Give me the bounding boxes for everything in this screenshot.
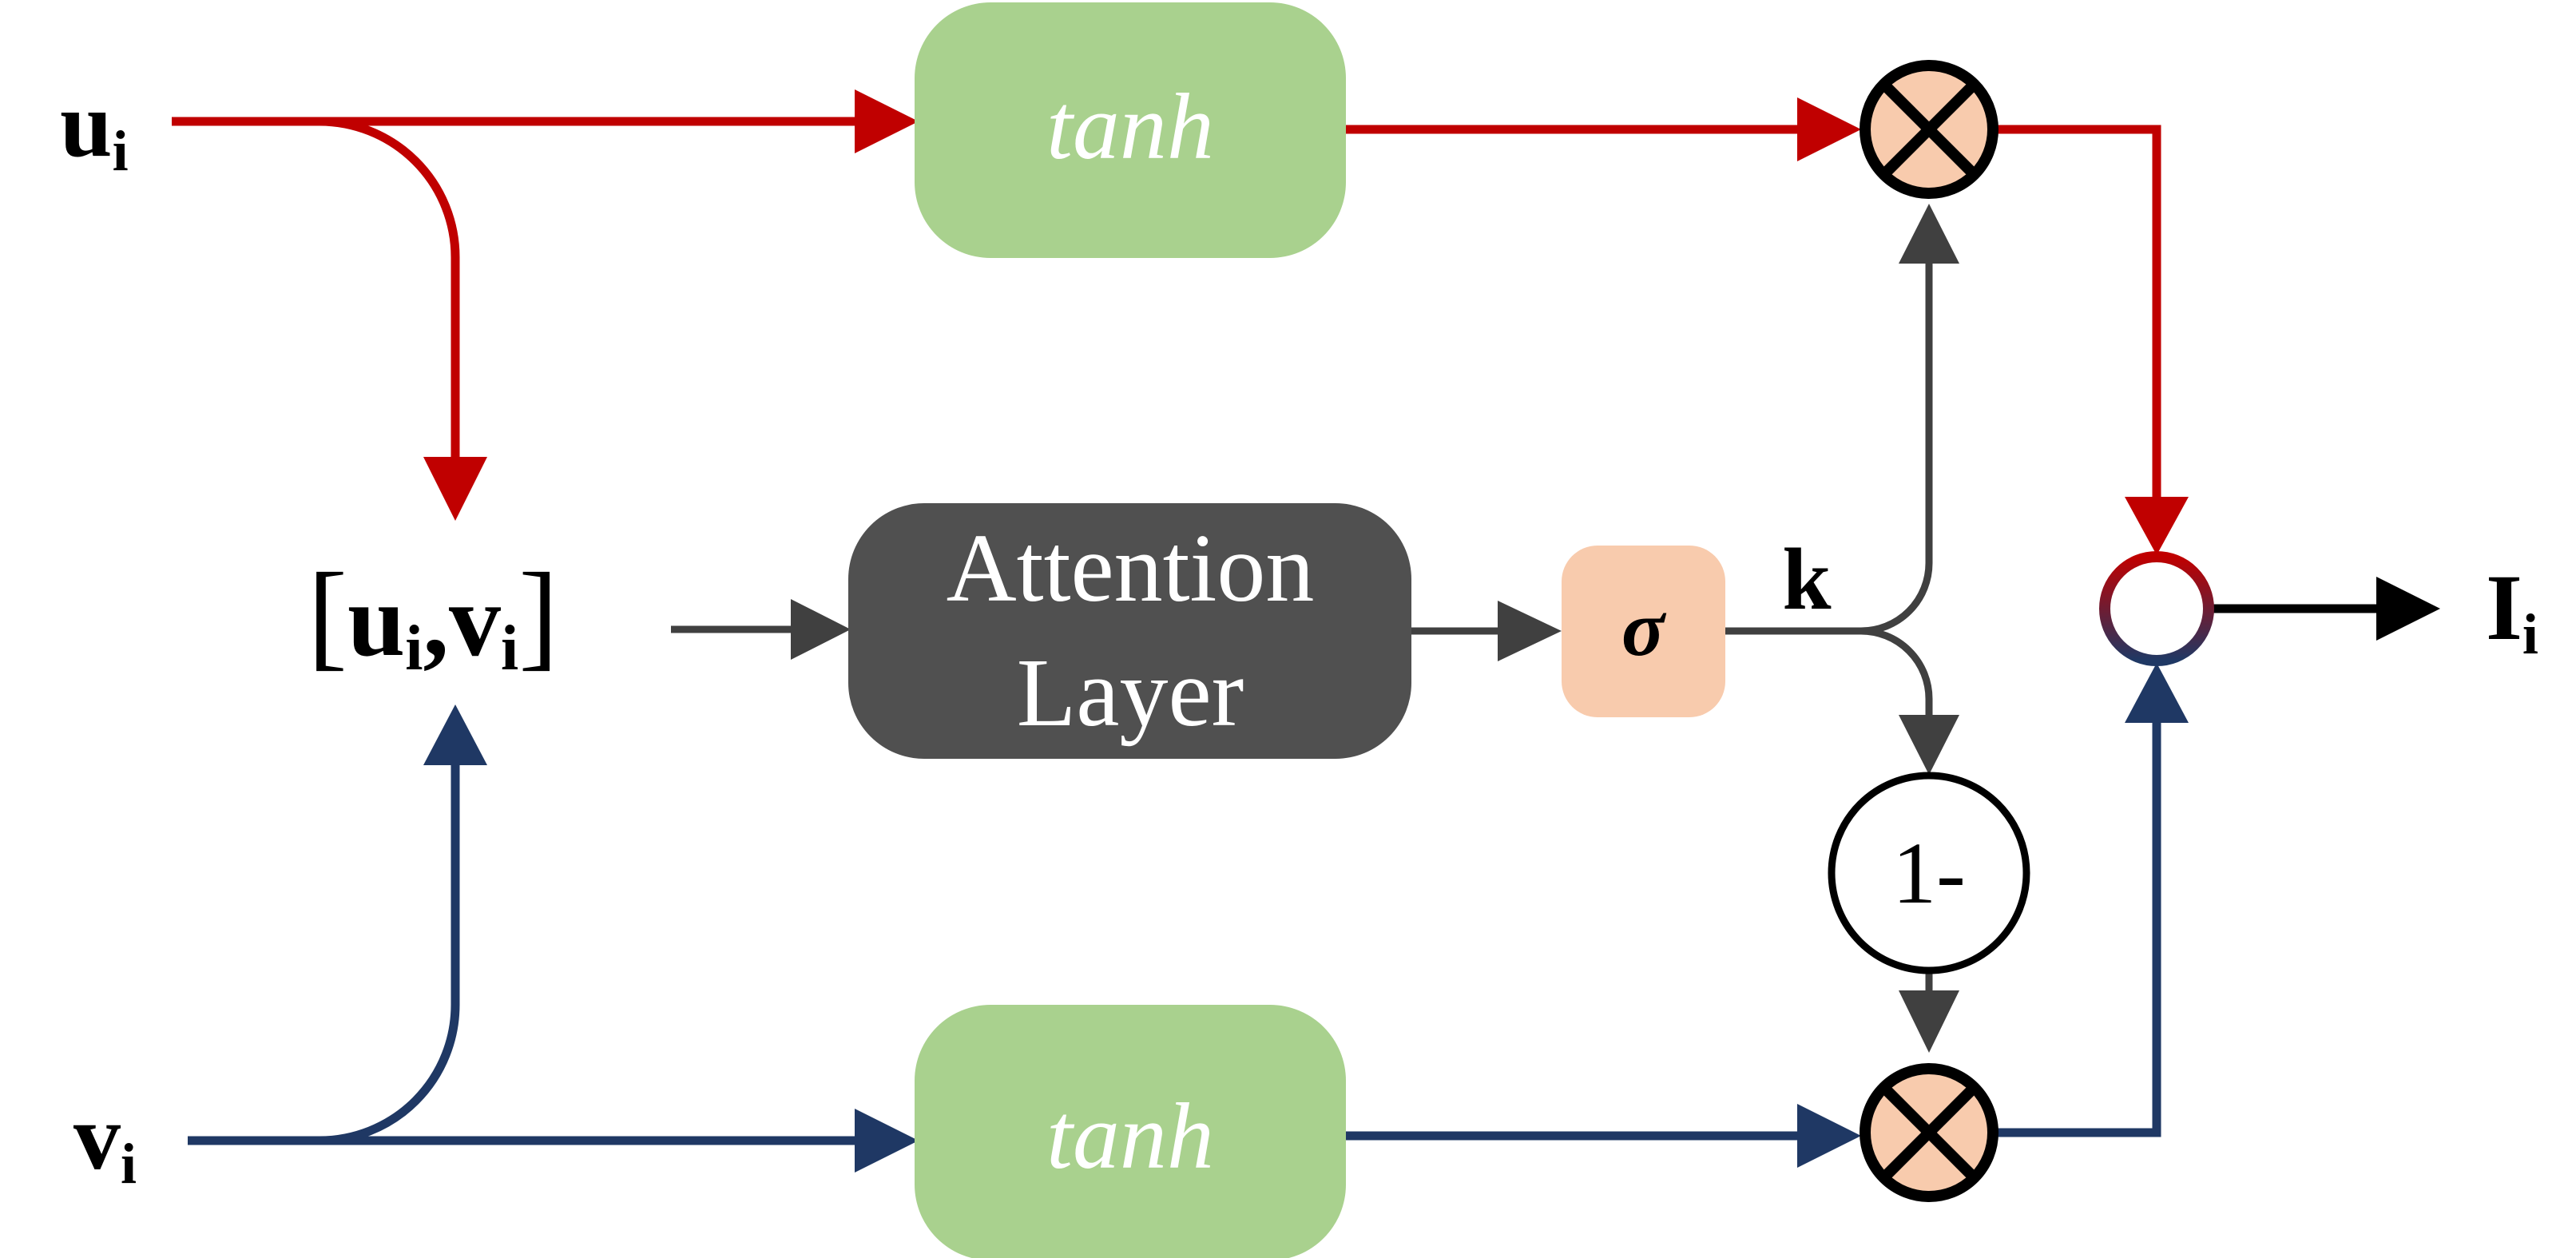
arrow-to-add-bottom	[2125, 663, 2189, 723]
input-v-label: vi	[73, 1085, 137, 1196]
sigma-block	[1562, 546, 1725, 717]
one-minus-node	[1828, 772, 2030, 974]
gate-arrowheads	[791, 204, 1959, 1053]
arrow-to-concat-top	[423, 457, 487, 521]
concat-label: [ui,vi]	[308, 549, 558, 684]
concat-close-bracket: ]	[518, 549, 558, 681]
concat-u: u	[347, 563, 405, 678]
concat-v-subscript: i	[501, 613, 518, 684]
arrow-k-to-one-minus	[1899, 715, 1959, 775]
attention-label-line1: Attention	[947, 514, 1315, 622]
concat-open-bracket: [	[308, 549, 347, 681]
arrow-to-concat-bottom	[423, 704, 487, 765]
arrow-to-tanh-top	[855, 89, 919, 153]
input-v-symbol: v	[73, 1085, 121, 1189]
one-minus-label: 1-	[1892, 824, 1966, 922]
output-path	[2213, 577, 2440, 641]
arrow-k-to-multiply-top	[1899, 204, 1959, 264]
tanh-block-bottom	[915, 1005, 1346, 1258]
output-subscript: i	[2522, 602, 2538, 666]
tanh-label-bottom: tanh	[1046, 1084, 1214, 1189]
concat-u-subscript: i	[405, 613, 423, 684]
output-symbol: I	[2486, 555, 2522, 660]
input-v-subscript: i	[121, 1132, 137, 1196]
arrow-to-output	[2376, 577, 2440, 641]
output-label: Ii	[2486, 555, 2538, 666]
concat-v: v	[449, 563, 501, 678]
sigma-label: σ	[1621, 584, 1667, 673]
multiply-operator-bottom	[1860, 1063, 1998, 1202]
tanh-block-top	[915, 2, 1346, 258]
arrow-to-tanh-bottom	[855, 1109, 919, 1173]
v-arrowheads	[423, 663, 2189, 1173]
multiply-operator-top	[1860, 60, 1998, 199]
add-operator	[2099, 551, 2214, 666]
arrow-to-attention	[791, 599, 851, 660]
arrow-to-multiply-bottom	[1797, 1104, 1861, 1168]
concat-comma: ,	[423, 563, 450, 678]
attention-label-line2: Layer	[1017, 639, 1244, 747]
u-path	[172, 117, 2161, 503]
input-u-subscript: i	[113, 119, 129, 183]
input-u-symbol: u	[60, 72, 113, 177]
arrow-to-add-top	[2125, 497, 2189, 555]
attention-layer-block	[848, 503, 1411, 759]
arrow-to-multiply-top	[1797, 97, 1861, 161]
v-path	[188, 715, 2161, 1145]
tanh-label-top: tanh	[1046, 74, 1214, 179]
arrow-to-multiply-bottom-gate	[1899, 990, 1959, 1053]
arrow-to-sigma	[1498, 601, 1562, 661]
u-arrowheads	[423, 89, 2189, 555]
k-label: k	[1782, 530, 1832, 628]
input-u-label: ui	[60, 72, 129, 183]
